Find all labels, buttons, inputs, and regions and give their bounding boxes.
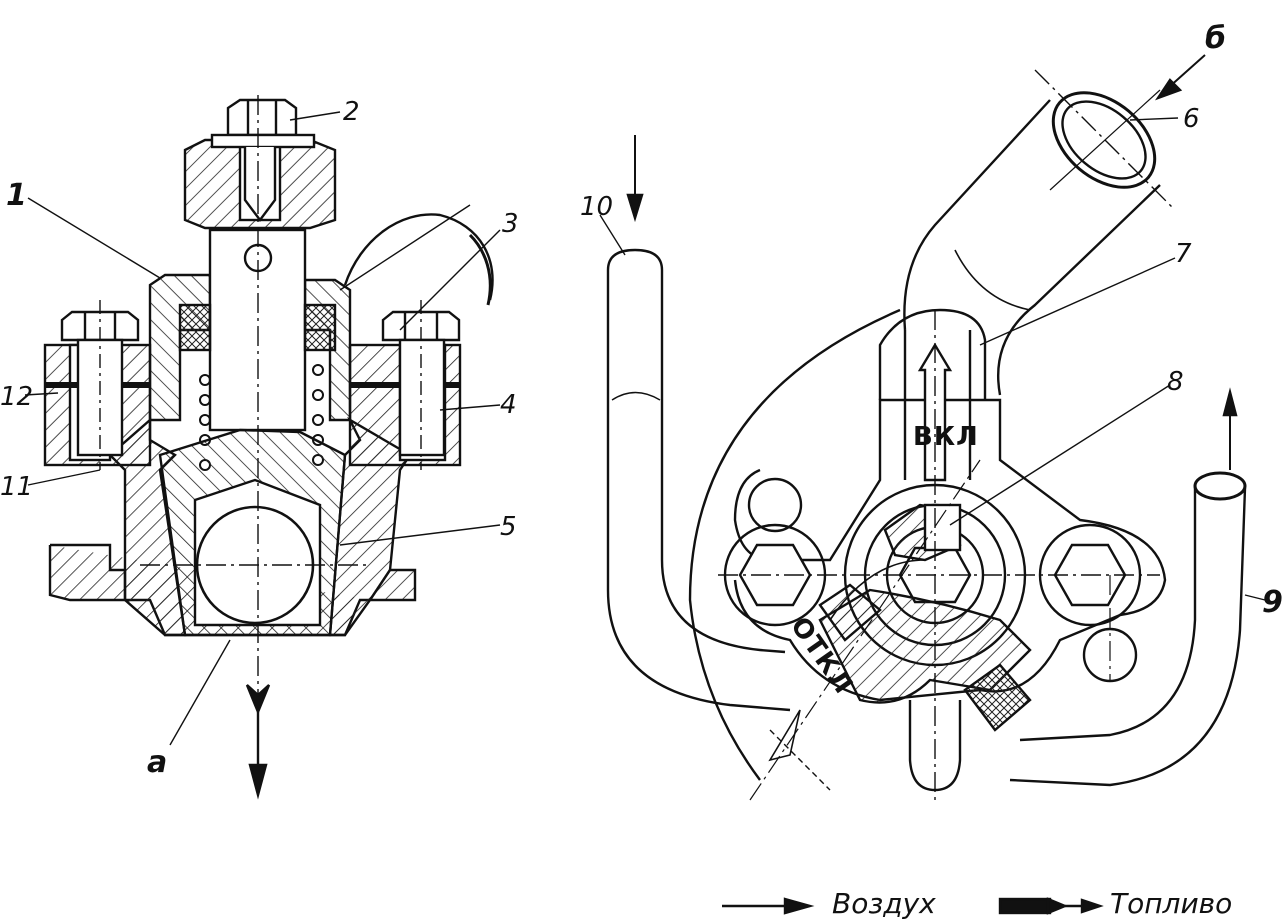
callout-10: 10 <box>580 192 613 222</box>
body-plate <box>733 398 1167 702</box>
callout-4: 4 <box>500 390 517 420</box>
off-arc <box>688 308 901 781</box>
legend: Воздух Топливо <box>722 887 1232 920</box>
callout-a: a <box>147 745 167 780</box>
left-bolt-head <box>60 310 140 342</box>
bolt-left <box>738 543 812 607</box>
callout-8: 8 <box>1167 367 1184 397</box>
legend-fuel-label: Топливо <box>1110 887 1232 920</box>
fitting-right <box>963 663 1032 732</box>
side-pipe <box>343 213 494 301</box>
callout-12: 12 <box>0 382 33 412</box>
legend-air-arrow <box>722 897 815 915</box>
top-bolt <box>226 98 298 137</box>
handle-lever <box>818 588 1032 704</box>
plan-view <box>599 54 1266 805</box>
callout-11: 11 <box>0 472 33 502</box>
label-on: ВКЛ <box>913 422 979 452</box>
pipe-6 <box>903 99 1051 331</box>
pipe-10 <box>606 248 786 654</box>
callout-3: 3 <box>502 209 519 239</box>
outlet-arrow <box>245 684 271 800</box>
callout-1: 1 <box>6 178 27 213</box>
callout-6: 6 <box>1183 104 1200 134</box>
sectional-view <box>24 95 501 800</box>
fitting-left <box>818 583 882 642</box>
callout-b: б <box>1205 21 1226 56</box>
callout-2: 2 <box>343 97 360 127</box>
legend-air-label: Воздух <box>832 887 936 920</box>
right-bolt-head <box>381 310 461 342</box>
packing-left <box>178 303 212 352</box>
leader-lines-right <box>599 117 1266 601</box>
leader-lines-left <box>24 111 501 746</box>
callout-9: 9 <box>1262 585 1283 620</box>
legend-fuel-arrow <box>998 897 1104 915</box>
callout-7: 7 <box>1175 239 1192 269</box>
packing-right <box>303 303 337 352</box>
pipe-9 <box>1019 485 1197 742</box>
callout-5: 5 <box>500 512 517 542</box>
